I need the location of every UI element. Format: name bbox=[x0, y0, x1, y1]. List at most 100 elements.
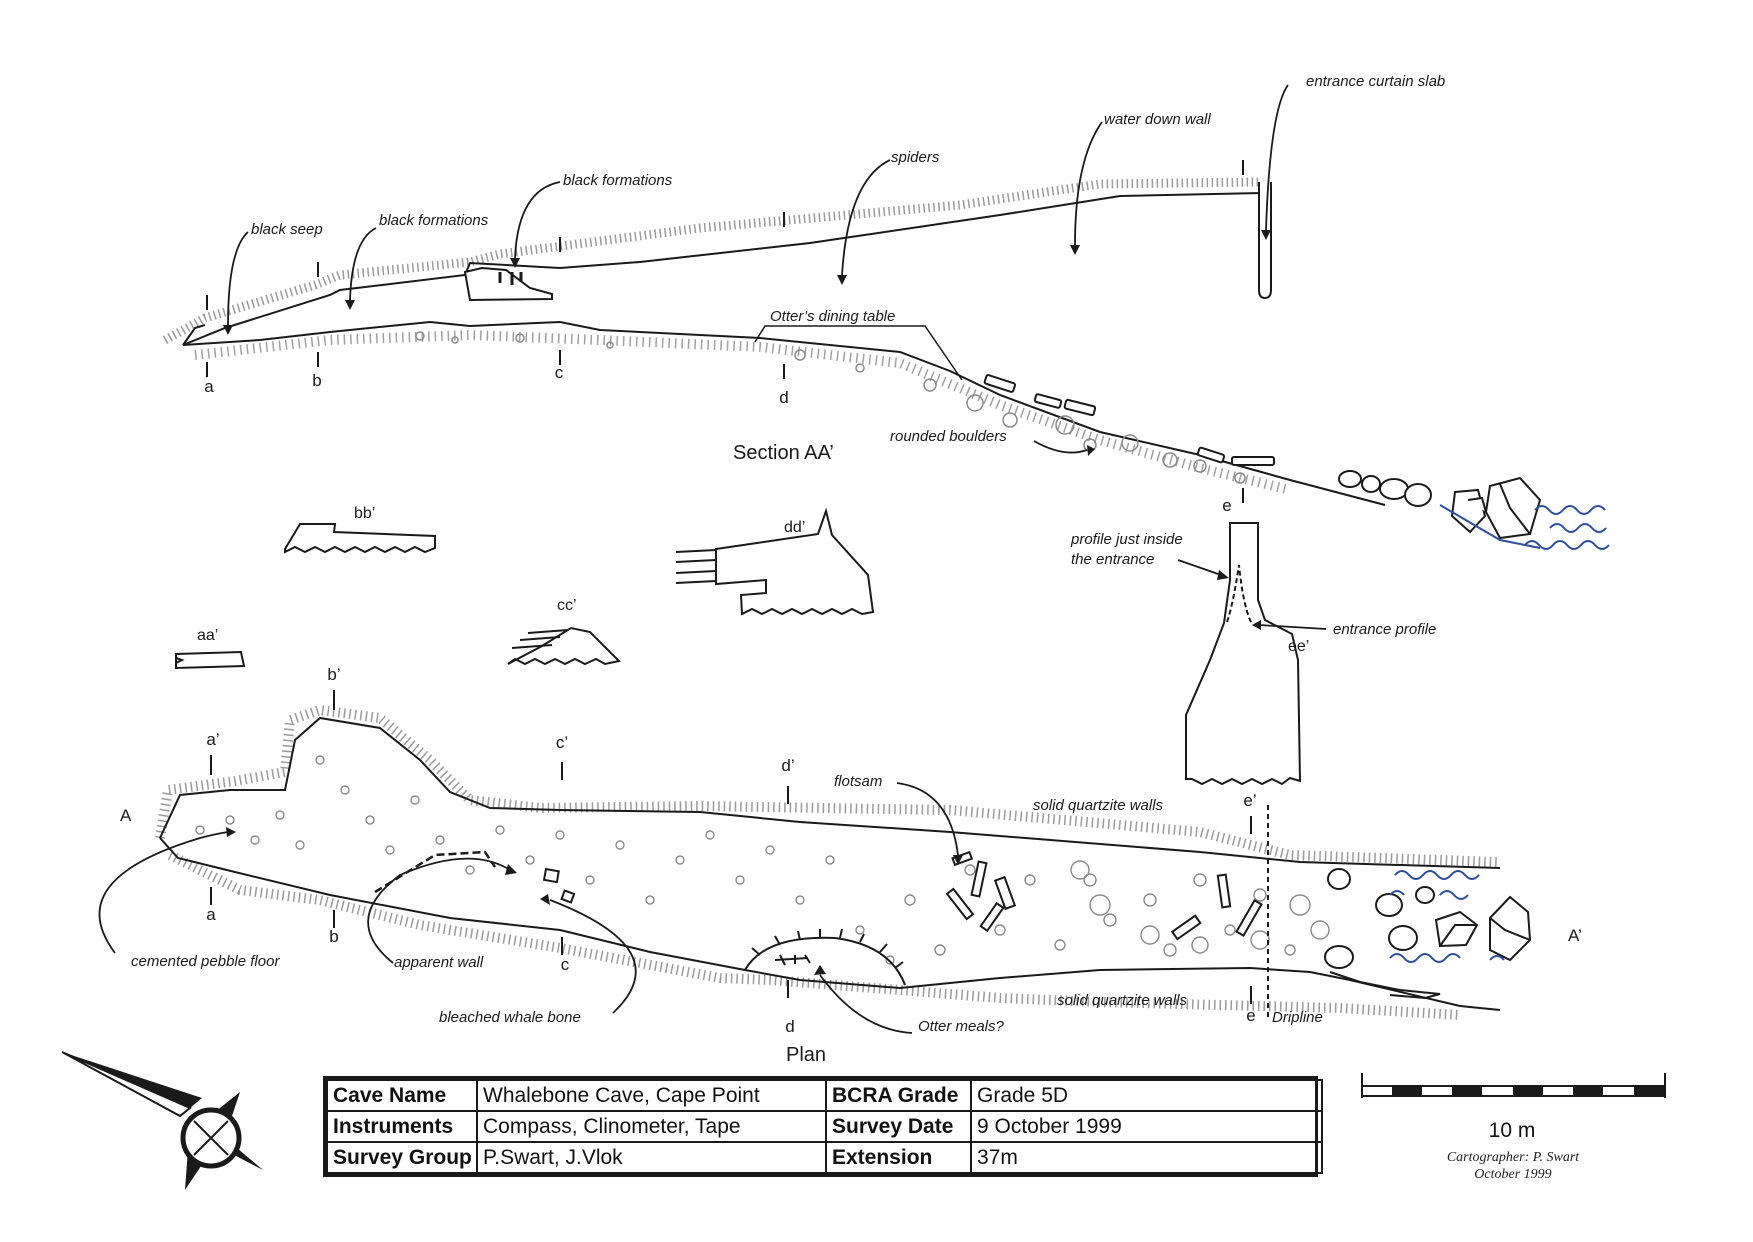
section-sea-water bbox=[1439, 504, 1610, 550]
plan-marker-a-bottom: a bbox=[206, 905, 216, 924]
section-dining-table-leader bbox=[754, 325, 963, 381]
label-solid-walls-top: solid quartzite walls bbox=[1033, 797, 1164, 814]
label-cemented-pebble-floor: cemented pebble floor bbox=[131, 953, 280, 970]
plan-title: Plan bbox=[786, 1044, 826, 1066]
section-ceiling-rock bbox=[162, 177, 1261, 344]
plan-marker-d-bottom: d bbox=[785, 1017, 794, 1036]
cross-sections: aa’ bb’ cc’ dd’ ee’ profile just inside … bbox=[175, 505, 1436, 786]
plan-end-label: A’ bbox=[1568, 926, 1582, 945]
plan-annotation-arrows bbox=[98, 782, 959, 1034]
label-dd: dd’ bbox=[784, 519, 805, 536]
cross-section-arrow-heads bbox=[1217, 570, 1261, 630]
section-aa-drawing: a b c d e black seep black formations bl… bbox=[162, 73, 1610, 550]
section-rounded-boulders bbox=[1338, 470, 1432, 507]
survey-group-value: P.Swart, J.Vlok bbox=[476, 1141, 827, 1174]
survey-info-table: Cave Name Whalebone Cave, Cape Point BCR… bbox=[323, 1076, 1323, 1177]
cross-section-bb bbox=[284, 523, 436, 554]
plan-start-label: A bbox=[120, 806, 132, 825]
label-profile-inside-line2: the entrance bbox=[1071, 551, 1154, 568]
label-entrance-profile: entrance profile bbox=[1333, 621, 1436, 638]
extension-label: Extension bbox=[825, 1141, 972, 1174]
section-entrance-blocks bbox=[1450, 476, 1542, 540]
section-floor-slabs bbox=[983, 374, 1275, 466]
plan-flotsam bbox=[945, 850, 1263, 941]
cave-name-value: Whalebone Cave, Cape Point bbox=[476, 1079, 827, 1112]
plan-marker-d-top: d’ bbox=[781, 756, 794, 775]
plan-entrance-boulders bbox=[1324, 868, 1532, 969]
cartographer-date: October 1999 bbox=[1474, 1167, 1552, 1182]
label-rounded-boulders: rounded boulders bbox=[890, 428, 1007, 445]
label-black-seep: black seep bbox=[251, 221, 323, 238]
instruments-value: Compass, Clinometer, Tape bbox=[476, 1110, 827, 1143]
section-arrow-heads bbox=[223, 230, 1271, 456]
plan-marker-b-top: b’ bbox=[327, 665, 340, 684]
plan-otter-meals-bones bbox=[774, 954, 811, 966]
cross-section-cc-lines bbox=[511, 629, 569, 649]
section-marker-a: a bbox=[204, 377, 214, 396]
cross-section-dd-lines bbox=[675, 549, 717, 584]
section-pebbles bbox=[415, 331, 1246, 484]
plan-otter-meals-alcove bbox=[744, 936, 906, 986]
section-entrance-curtain-slab bbox=[1258, 182, 1272, 300]
section-marker-b: b bbox=[312, 371, 321, 390]
section-marker-c: c bbox=[555, 363, 564, 382]
plan-otter-meals-hachures bbox=[751, 928, 904, 969]
info-row: Cave Name Whalebone Cave, Cape Point BCR… bbox=[326, 1079, 1323, 1112]
section-black-formations-slab bbox=[463, 266, 553, 302]
plan-marker-a-top: a’ bbox=[206, 730, 219, 749]
plan-marker-c-top: c’ bbox=[556, 733, 568, 752]
plan-sea-water bbox=[1389, 870, 1505, 963]
plan-marker-e-top: e’ bbox=[1243, 791, 1256, 810]
entrance-profile-dashed bbox=[1226, 564, 1252, 623]
section-annotation-arrows bbox=[227, 84, 1289, 454]
survey-date-value: 9 October 1999 bbox=[970, 1110, 1323, 1143]
section-title: Section AA’ bbox=[733, 442, 834, 464]
section-marker-d: d bbox=[779, 388, 788, 407]
cross-section-ee bbox=[1185, 522, 1302, 786]
plan-pebble-floor bbox=[195, 755, 1330, 965]
cross-section-arrows bbox=[1177, 559, 1327, 630]
cartographer-name: Cartographer: P. Swart bbox=[1446, 1150, 1580, 1165]
label-solid-walls-bottom: solid quartzite walls bbox=[1057, 992, 1188, 1009]
north-arrow-icon bbox=[61, 1051, 263, 1190]
label-water-down-wall: water down wall bbox=[1104, 111, 1211, 128]
survey-group-label: Survey Group bbox=[326, 1141, 478, 1174]
section-floor-rock bbox=[194, 329, 1292, 495]
scale-label: 10 m bbox=[1488, 1119, 1536, 1142]
info-row: Survey Group P.Swart, J.Vlok Extension 3… bbox=[326, 1141, 1323, 1174]
cartographer-credit: Cartographer: P. Swart October 1999 bbox=[1408, 1149, 1618, 1183]
label-apparent-wall: apparent wall bbox=[394, 954, 484, 971]
info-row: Instruments Compass, Clinometer, Tape Su… bbox=[326, 1110, 1323, 1143]
plan-apparent-wall bbox=[374, 850, 497, 894]
section-floor-line bbox=[182, 320, 1386, 506]
label-ee: ee’ bbox=[1288, 638, 1309, 655]
cross-section-aa bbox=[175, 650, 246, 670]
bcra-grade-value: Grade 5D bbox=[970, 1079, 1323, 1112]
label-dripline: Dripline bbox=[1272, 1009, 1323, 1026]
scale-bar bbox=[1361, 1073, 1666, 1098]
label-bleached-whale-bone: bleached whale bone bbox=[439, 1009, 581, 1026]
plan-marker-b-bottom: b bbox=[329, 927, 338, 946]
plan-entrance-rock bbox=[1329, 971, 1441, 1000]
section-marker-e: e bbox=[1222, 496, 1231, 515]
plan-marker-c-bottom: c bbox=[561, 955, 570, 974]
label-otter-meals: Otter meals? bbox=[918, 1018, 1005, 1035]
label-profile-inside-line1: profile just inside bbox=[1070, 531, 1183, 548]
extension-value: 37m bbox=[970, 1141, 1323, 1174]
section-stalactites bbox=[498, 272, 523, 285]
label-spiders: spiders bbox=[891, 149, 940, 166]
plan-marker-ticks bbox=[210, 690, 1252, 1004]
plan-whale-bones bbox=[542, 867, 576, 904]
label-black-formations-left: black formations bbox=[379, 212, 489, 229]
label-black-formations-right: black formations bbox=[563, 172, 673, 189]
plan-drawing: a’ b’ c’ d’ e’ a b c d e A A’ cemented p… bbox=[98, 665, 1582, 1066]
section-marker-ticks bbox=[206, 160, 1244, 503]
plan-wall-top bbox=[159, 716, 1501, 869]
plan-wall-bottom bbox=[159, 837, 1501, 1011]
cross-section-cc bbox=[507, 626, 622, 666]
label-flotsam: flotsam bbox=[834, 773, 882, 790]
label-bb: bb’ bbox=[354, 505, 375, 522]
section-left-end bbox=[182, 324, 206, 346]
plan-arrow-heads bbox=[226, 827, 963, 975]
